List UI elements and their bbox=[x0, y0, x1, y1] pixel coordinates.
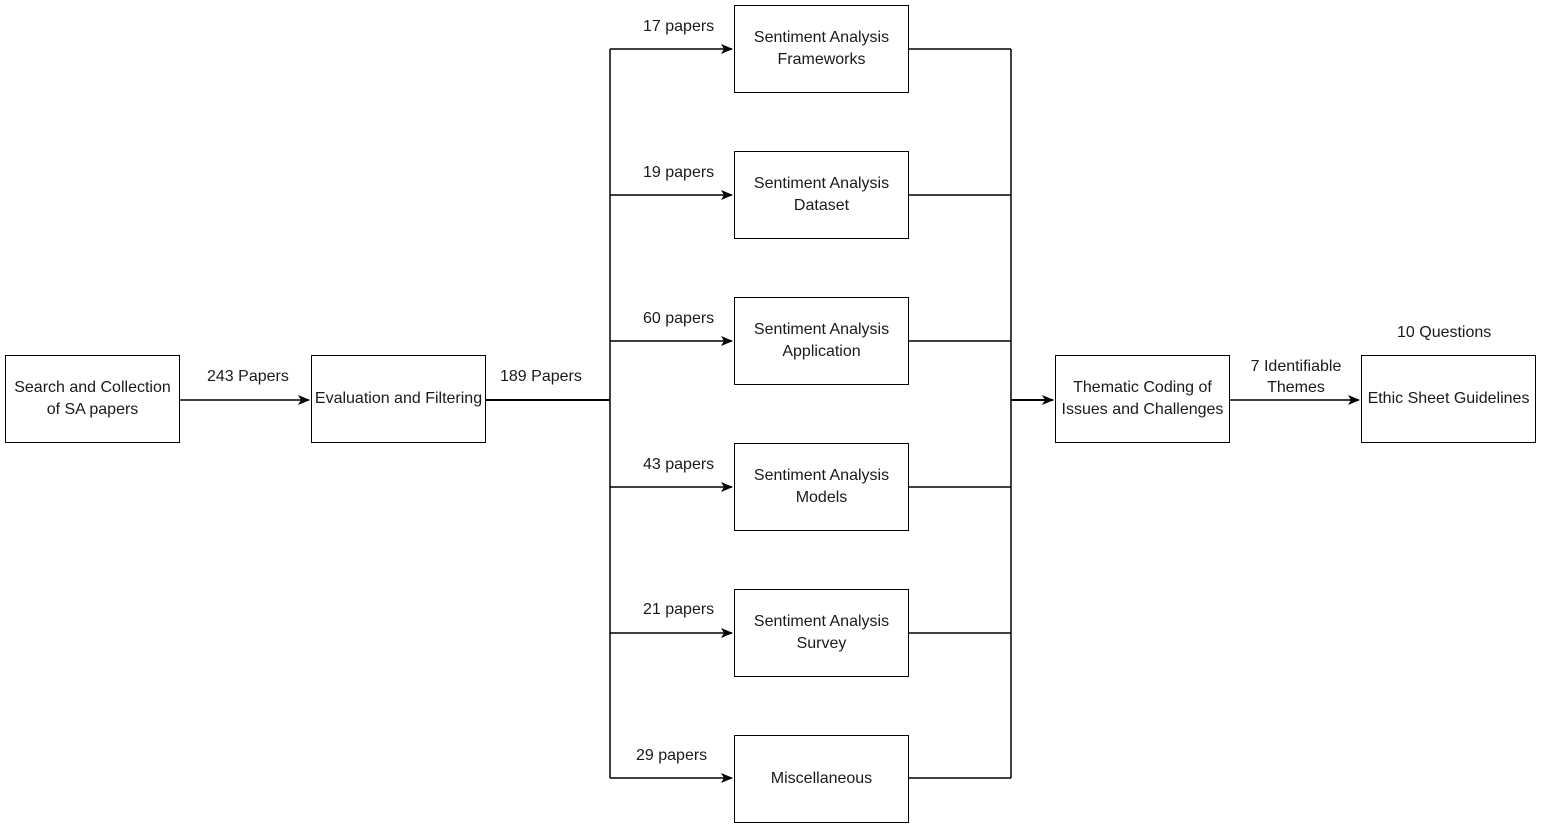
label-survey-count: 21 papers bbox=[643, 601, 715, 618]
node-evaluation: Evaluation and Filtering bbox=[311, 355, 486, 443]
label-10-questions: 10 Questions bbox=[1397, 324, 1492, 341]
label-application-count: 60 papers bbox=[643, 310, 715, 327]
node-thematic-coding: Thematic Coding of Issues and Challenges bbox=[1055, 355, 1230, 443]
node-dataset: Sentiment Analysis Dataset bbox=[734, 151, 909, 239]
node-application: Sentiment Analysis Application bbox=[734, 297, 909, 385]
label-identifiable-themes: 7 Identifiable Themes bbox=[1250, 358, 1342, 396]
node-frameworks: Sentiment Analysis Frameworks bbox=[734, 5, 909, 93]
node-ethic-sheet: Ethic Sheet Guidelines bbox=[1361, 355, 1536, 443]
label-models-count: 43 papers bbox=[643, 456, 715, 473]
label-189-papers: 189 Papers bbox=[500, 368, 582, 385]
label-misc-count: 29 papers bbox=[636, 747, 708, 764]
node-survey: Sentiment Analysis Survey bbox=[734, 589, 909, 677]
label-dataset-count: 19 papers bbox=[643, 164, 715, 181]
node-models: Sentiment Analysis Models bbox=[734, 443, 909, 531]
node-search: Search and Collection of SA papers bbox=[5, 355, 180, 443]
node-miscellaneous: Miscellaneous bbox=[734, 735, 909, 823]
label-frameworks-count: 17 papers bbox=[643, 18, 715, 35]
label-243-papers: 243 Papers bbox=[207, 368, 289, 385]
